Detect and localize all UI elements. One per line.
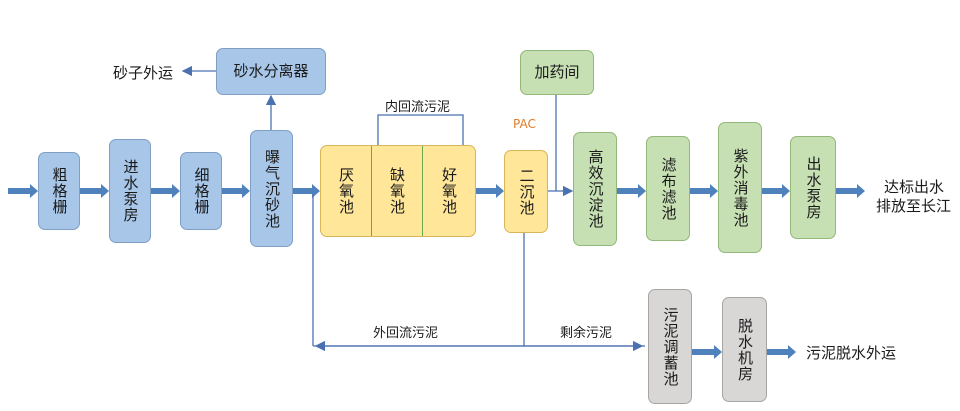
discharge-label-line1: 达标出水	[884, 178, 945, 196]
sludge-tank-label: 污泥调蓄池	[661, 306, 680, 387]
aerobic-label: 好氧池	[440, 167, 458, 215]
outlet-pump-unit: 出水泵房	[790, 136, 836, 239]
arrow-filter-to-uv	[690, 184, 718, 198]
sand-separator-label: 砂水分离器	[233, 62, 309, 80]
secondary-clarifier-unit: 二沉池	[504, 150, 548, 233]
inlet-pump-label: 进水泵房	[121, 159, 140, 223]
arrow-inflow-to-coarse-screen	[8, 184, 38, 198]
main-flow-arrows	[8, 184, 865, 359]
arrow-grit-to-bio	[293, 184, 320, 198]
bio-reactor-unit: 厌氧池 缺氧池 好氧池	[320, 145, 476, 237]
arrow-uv-to-outlet	[762, 184, 790, 198]
line-internal-reflux	[377, 114, 464, 145]
arrow-sed-to-filter	[617, 184, 646, 198]
grit-chamber-label: 曝气沉砂池	[263, 148, 281, 229]
external-reflux-label: 外回流污泥	[373, 326, 439, 341]
coarse-screen-unit: 粗格栅	[38, 152, 80, 230]
dosing-room-unit: 加药间	[520, 50, 594, 95]
sand-separator-unit: 砂水分离器	[216, 48, 326, 95]
excess-sludge-label: 剩余污泥	[560, 326, 613, 341]
sludge-out-label: 污泥脱水外运	[806, 344, 897, 362]
anaerobic-cell: 厌氧池	[321, 146, 372, 236]
high-eff-sed-label: 高效沉淀池	[586, 149, 605, 229]
arrow-pump-to-fine-screen	[151, 184, 180, 198]
arrow-bio-to-clarifier	[476, 184, 504, 198]
arrow-sludge-tank-to-dewatering	[692, 345, 722, 359]
pac-label: PAC	[513, 117, 536, 131]
cloth-filter-label: 滤布滤池	[659, 156, 678, 221]
outlet-pump-label: 出水泵房	[804, 155, 823, 220]
discharge-label-line2: 排放至长江	[876, 197, 952, 215]
dewatering-label: 脱水机房	[736, 317, 754, 382]
high-efficiency-sedimentation-unit: 高效沉淀池	[573, 132, 617, 246]
dewatering-unit: 脱水机房	[722, 297, 767, 402]
coarse-screen-label: 粗格栅	[50, 167, 69, 215]
uv-disinfection-unit: 紫外消毒池	[718, 122, 762, 253]
uv-disinfection-label: 紫外消毒池	[731, 147, 750, 228]
arrow-fine-to-grit	[222, 184, 250, 198]
fine-screen-label: 细格栅	[192, 167, 211, 215]
internal-reflux-label: 内回流污泥	[385, 100, 451, 115]
inlet-pump-unit: 进水泵房	[109, 139, 151, 243]
sand-out-label: 砂子外运	[113, 64, 174, 82]
anoxic-label: 缺氧池	[388, 167, 406, 215]
dosing-room-label: 加药间	[534, 63, 580, 81]
aerobic-cell: 好氧池	[423, 146, 475, 236]
sludge-tank-unit: 污泥调蓄池	[648, 289, 692, 404]
anaerobic-label: 厌氧池	[337, 167, 355, 215]
arrow-coarse-to-pump	[80, 184, 109, 198]
secondary-clarifier-label: 二沉池	[517, 167, 536, 216]
grit-chamber-unit: 曝气沉砂池	[250, 130, 293, 247]
fine-screen-unit: 细格栅	[180, 152, 222, 230]
anoxic-cell: 缺氧池	[372, 146, 423, 236]
thin-connectors	[181, 65, 645, 352]
cloth-filter-unit: 滤布滤池	[646, 136, 690, 241]
arrow-dewatering-to-out	[767, 345, 796, 359]
arrow-outlet-to-discharge	[836, 184, 865, 198]
